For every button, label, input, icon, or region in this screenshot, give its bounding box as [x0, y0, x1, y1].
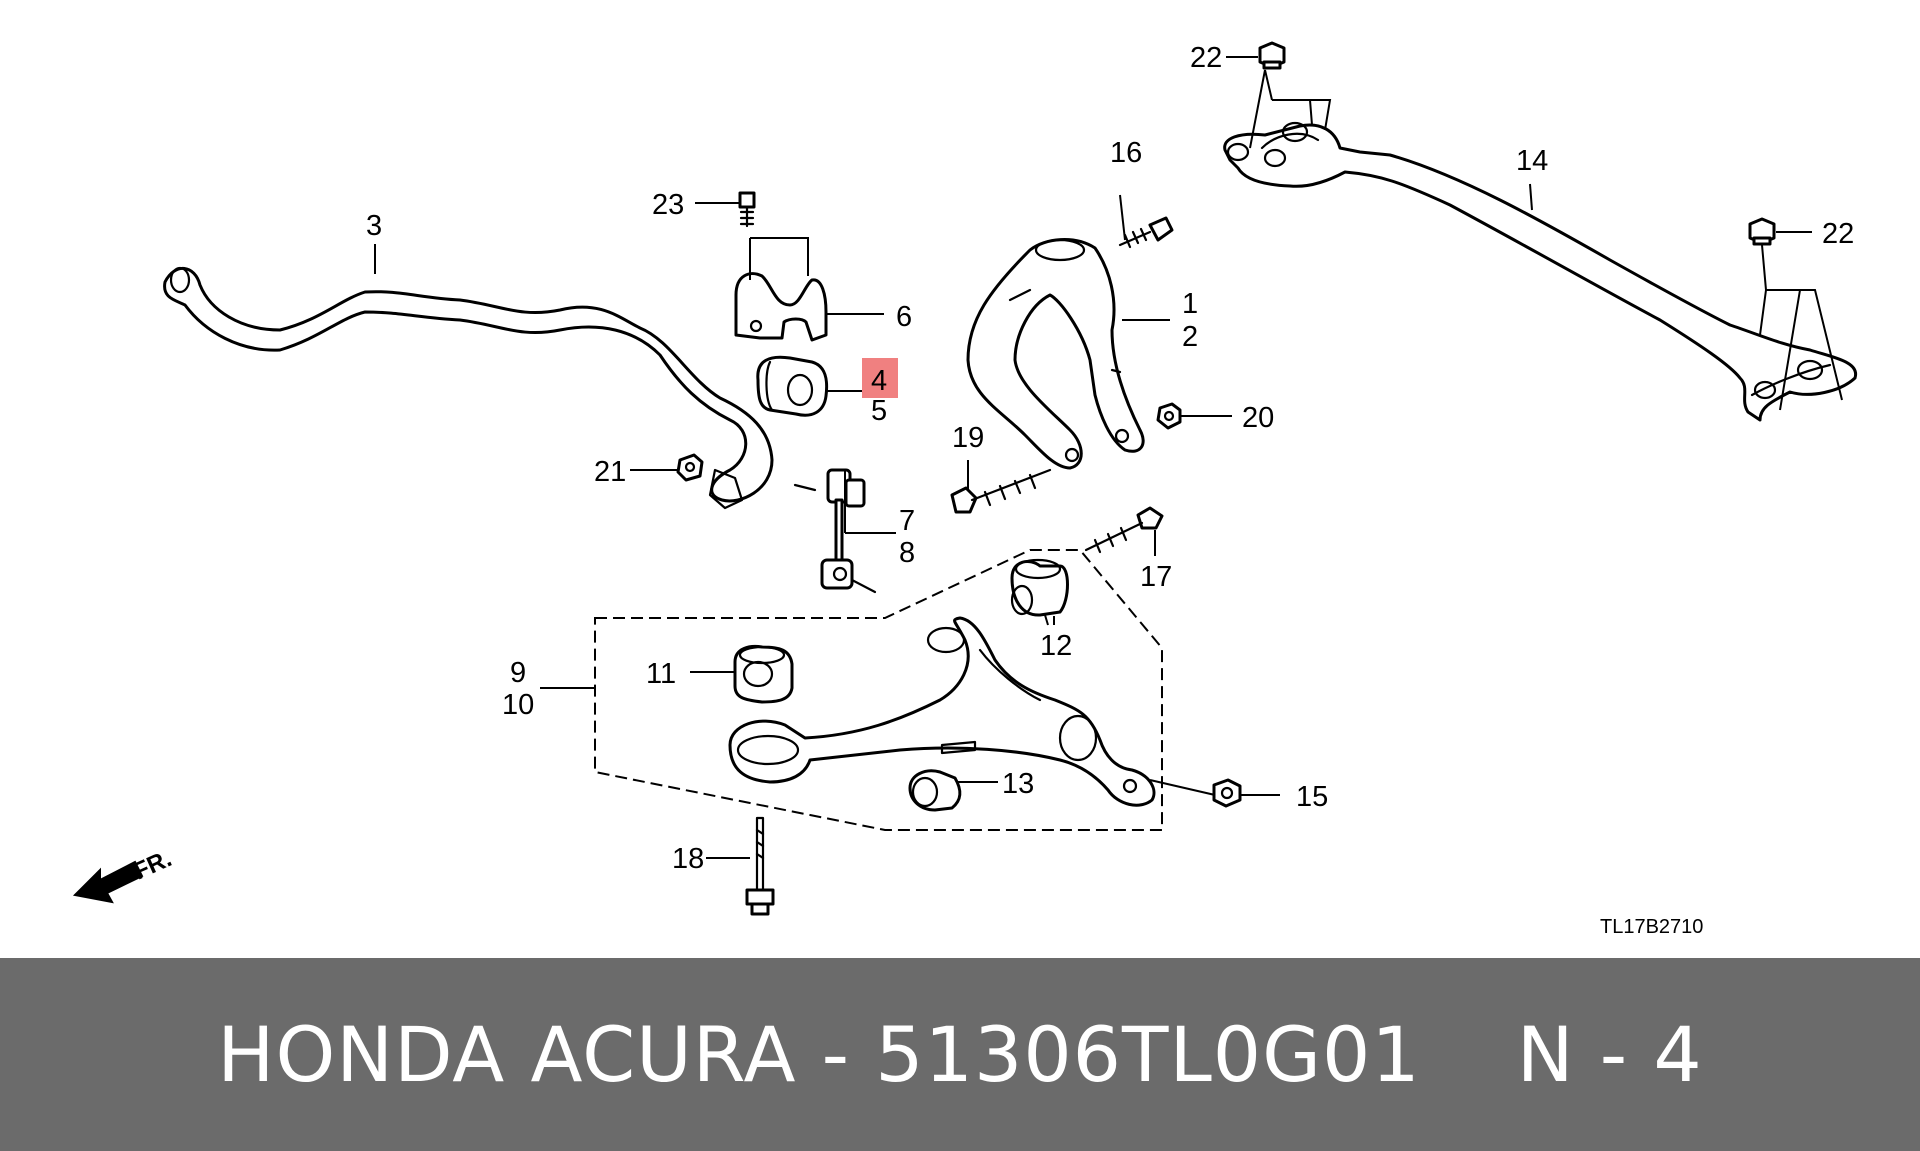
front-arrow-icon — [72, 860, 144, 904]
callout-5: 5 — [871, 395, 887, 427]
part-info-banner: HONDA ACURA - 51306TL0G01 N - 4 — [0, 958, 1920, 1151]
callout-7: 7 — [899, 505, 915, 537]
callout-18: 18 — [672, 843, 704, 875]
lower-control-arm — [728, 616, 1156, 807]
steering-knuckle — [966, 238, 1145, 470]
callout-22-right: 22 — [1822, 218, 1854, 250]
callout-1: 1 — [1182, 288, 1198, 320]
callout-12: 12 — [1040, 630, 1072, 662]
bushing-13 — [908, 769, 962, 812]
flange-bolt-23 — [738, 191, 756, 228]
callout-19: 19 — [952, 422, 984, 454]
callout-3: 3 — [366, 210, 382, 242]
nut-22-right — [1748, 217, 1776, 246]
callout-9: 9 — [510, 657, 526, 689]
callout-labels: 3 23 6 4 5 21 7 8 16 1 2 20 19 17 12 9 1… — [366, 42, 1854, 875]
callout-2: 2 — [1182, 321, 1198, 353]
stabilizer-holder-bracket — [734, 272, 828, 342]
strut-tower-brace — [1223, 121, 1858, 422]
diagram-code: TL17B2710 — [1600, 916, 1703, 938]
callout-22-left: 22 — [1190, 42, 1222, 74]
bolt-17 — [1084, 506, 1164, 554]
callout-4: 4 — [871, 365, 887, 397]
callout-10: 10 — [502, 689, 534, 721]
callout-4-highlight — [862, 358, 898, 398]
callout-20: 20 — [1242, 402, 1274, 434]
nut-20 — [1156, 402, 1182, 430]
callout-17: 17 — [1140, 561, 1172, 593]
nut-21 — [676, 453, 704, 482]
bushing-11 — [733, 644, 794, 704]
callout-6: 6 — [896, 301, 912, 333]
front-direction-marker: FR. — [72, 845, 176, 904]
compliance-bushing-12 — [1010, 558, 1069, 617]
bolt-18 — [745, 816, 775, 916]
stabilizer-bushing — [756, 355, 829, 417]
stabilizer-bar — [163, 266, 774, 510]
nut-15 — [1212, 778, 1242, 808]
callout-15: 15 — [1296, 781, 1328, 813]
part-position: N - 4 — [1516, 1010, 1703, 1099]
callout-13: 13 — [1002, 768, 1034, 800]
callout-8: 8 — [899, 537, 915, 569]
part-title: HONDA ACURA - 51306TL0G01 — [217, 1010, 1421, 1099]
leader-lines — [374, 56, 1843, 859]
callout-21: 21 — [594, 456, 626, 488]
parts-diagram: 3 23 6 4 5 21 7 8 16 1 2 20 19 17 12 9 1… — [72, 41, 1858, 938]
stabilizer-link — [793, 468, 877, 594]
flange-bolt-16 — [1118, 216, 1174, 249]
callout-11: 11 — [646, 658, 676, 690]
callout-23: 23 — [652, 189, 684, 221]
nut-22-left — [1258, 41, 1286, 70]
callout-16: 16 — [1110, 137, 1142, 169]
callout-14: 14 — [1516, 145, 1548, 177]
assembly-boundary — [594, 549, 1163, 831]
bolt-19 — [950, 468, 1052, 514]
